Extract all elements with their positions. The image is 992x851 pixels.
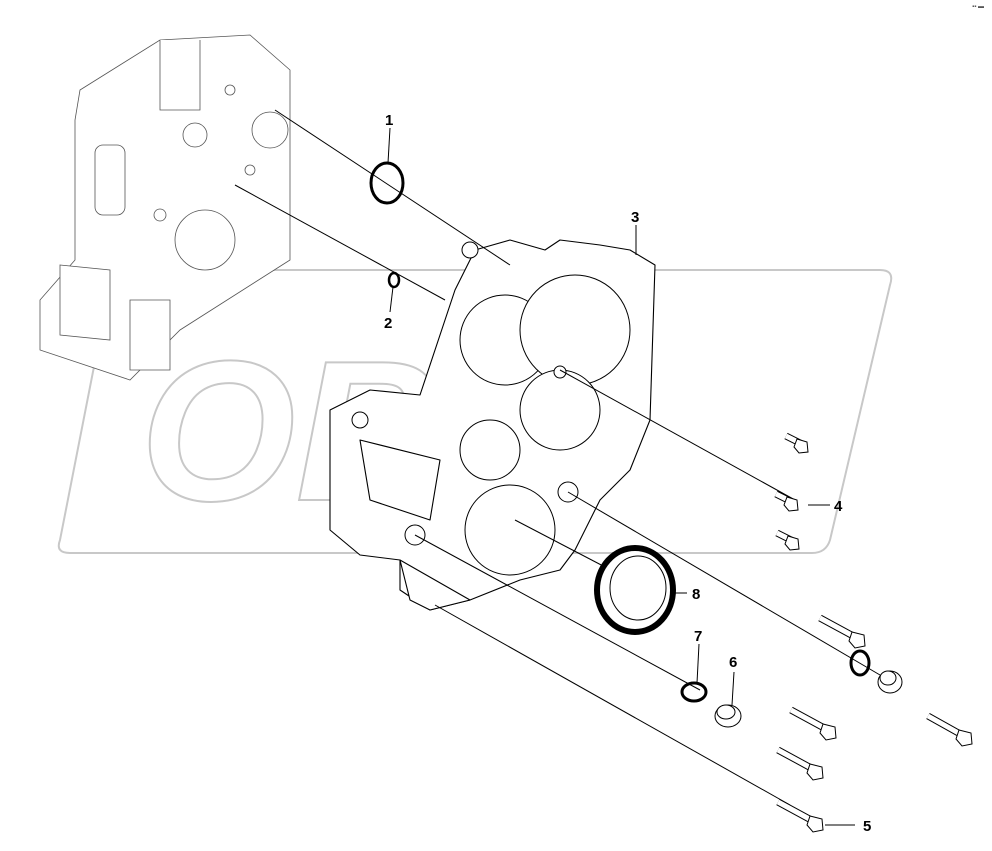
leader-lines: [234, 109, 881, 806]
short-bolts-part-4: [774, 432, 809, 551]
o-ring-part-2: [387, 271, 401, 289]
short-bolt: [775, 529, 800, 551]
callout-5: 5: [863, 818, 871, 835]
leader-5: [434, 604, 791, 806]
long-bolts-part-5: [776, 614, 973, 833]
long-bolt: [776, 746, 824, 781]
leader-1: [274, 109, 511, 266]
plug-part-6: [714, 704, 742, 728]
engine-block: [39, 34, 291, 381]
callout-3: 3: [631, 209, 639, 226]
o-ring-part-7: [680, 681, 708, 703]
corner-mark: ▪▪ ▬: [972, 4, 984, 10]
callout-8: 8: [692, 586, 700, 603]
callout-2: 2: [384, 315, 392, 332]
leader-4: [559, 369, 796, 501]
callout-1: 1: [385, 112, 393, 129]
leader-cover-ring: [567, 491, 881, 676]
callout-leaders: [387, 127, 855, 826]
callout-6: 6: [729, 654, 737, 671]
long-bolt: [776, 798, 824, 833]
callout-7: 7: [694, 628, 702, 645]
short-bolt: [774, 490, 799, 512]
short-bolt: [784, 432, 809, 454]
callout-4: 4: [834, 498, 843, 515]
leader-2: [234, 184, 446, 301]
long-bolt: [926, 712, 973, 747]
long-bolt: [789, 706, 837, 741]
seal-part-8: [594, 545, 676, 635]
plug-cover: [877, 670, 903, 694]
o-ring-cover-plug: [849, 649, 871, 677]
leader-7: [414, 534, 701, 691]
o-ring-part-1: [369, 161, 405, 205]
long-bolt: [818, 614, 866, 649]
timing-cover-plate: [329, 239, 656, 611]
